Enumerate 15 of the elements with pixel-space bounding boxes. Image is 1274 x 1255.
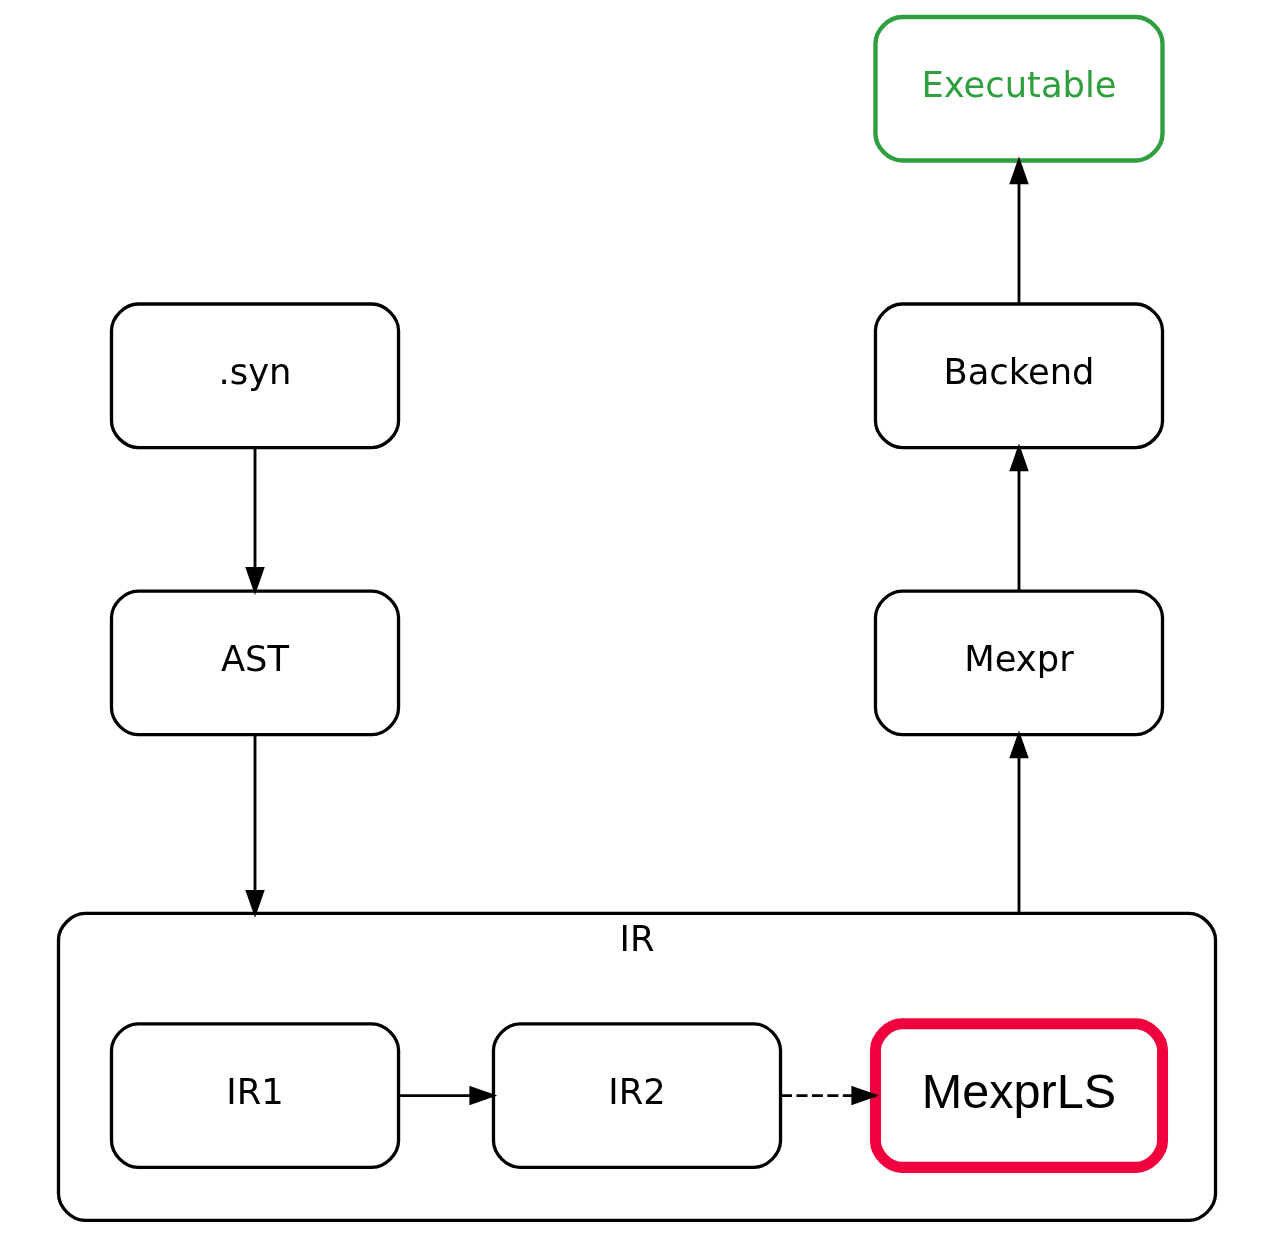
node-box: .syn xyxy=(109,302,401,450)
node-box: Backend xyxy=(873,302,1165,450)
node-box: Mexpr xyxy=(873,589,1165,737)
arrow xyxy=(245,447,265,595)
node-box: IR1 xyxy=(109,1022,401,1169)
arrow xyxy=(399,1085,498,1106)
node-box: Executable xyxy=(873,14,1165,163)
arrow xyxy=(781,1085,880,1106)
arrow xyxy=(1009,156,1029,304)
node-box: MexprLS xyxy=(869,1018,1169,1173)
arrow xyxy=(1009,443,1029,591)
node-box: AST xyxy=(109,589,401,737)
node-box: IR2 xyxy=(491,1022,783,1169)
arrow xyxy=(1009,730,1029,914)
arrow xyxy=(245,734,265,918)
